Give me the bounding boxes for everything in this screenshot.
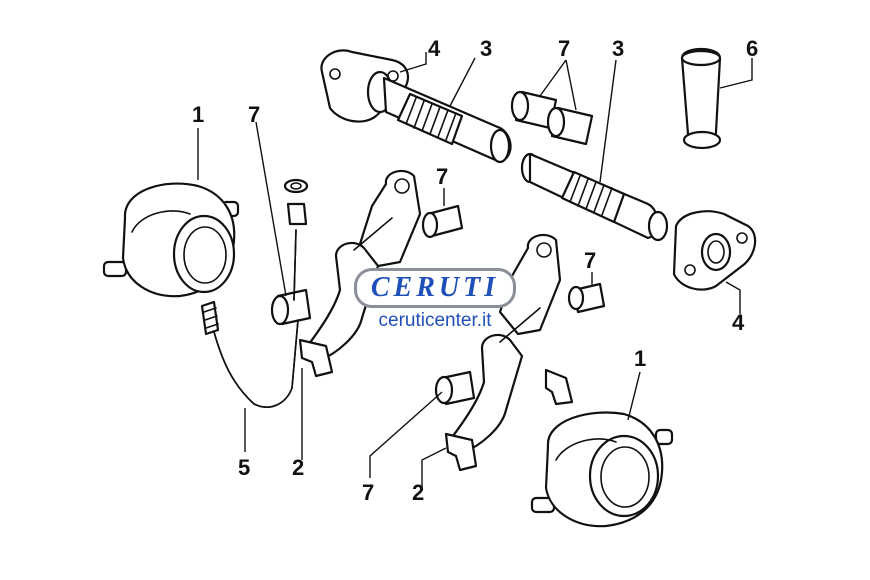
bushing-left (270, 288, 312, 326)
hydraulic-pipe (200, 178, 309, 408)
callout-7-left: 7 (248, 102, 260, 127)
callout-7-lower-fork: 7 (362, 480, 374, 505)
callout-4-lower: 4 (732, 310, 745, 335)
bushing-upper-fork (421, 204, 464, 239)
callout-2-left: 2 (292, 455, 304, 480)
callout-1-left: 1 (192, 102, 204, 127)
leader-lines (197, 52, 753, 488)
callout-3-upper: 3 (480, 36, 492, 61)
callout-3-lower: 3 (612, 36, 624, 61)
callout-labels: 1 1 2 2 3 3 4 4 5 6 7 7 7 7 7 (192, 36, 758, 505)
callout-7-top-bushings: 7 (558, 36, 570, 61)
watermark: CERUTI ceruticenter.it (345, 268, 525, 332)
fork-shaft-upper (320, 49, 512, 164)
callout-7-upper-fork: 7 (436, 164, 448, 189)
callout-1-right: 1 (634, 346, 646, 371)
fork-shaft-lower (520, 152, 757, 291)
bushing-right-fork (567, 282, 606, 314)
callout-6: 6 (746, 36, 758, 61)
clutch-fork-lower (444, 233, 574, 472)
callout-2-right: 2 (412, 480, 424, 505)
watermark-logo: CERUTI (353, 268, 517, 308)
release-bearing-left (102, 182, 240, 298)
release-bearing-right (530, 411, 674, 528)
callout-7-right-fork: 7 (584, 248, 596, 273)
bushing-pair-top (510, 90, 594, 146)
rubber-cap (680, 47, 722, 150)
callout-4-upper: 4 (428, 36, 441, 61)
bushing-lower-fork (434, 370, 476, 406)
callout-5: 5 (238, 455, 250, 480)
watermark-url: ceruticenter.it (378, 310, 492, 331)
